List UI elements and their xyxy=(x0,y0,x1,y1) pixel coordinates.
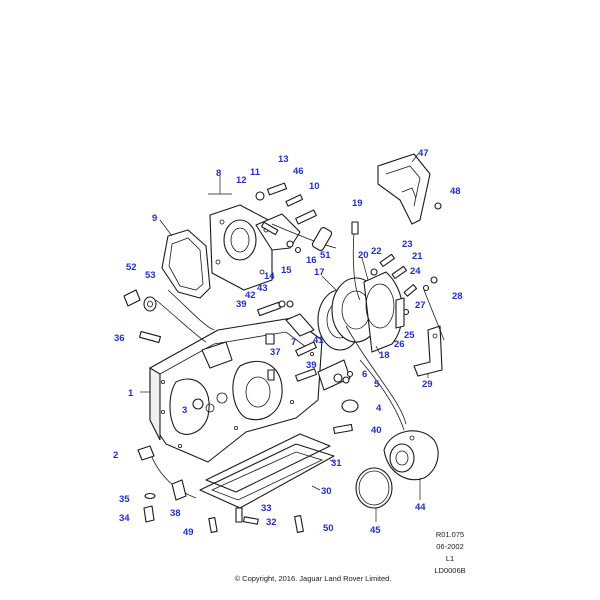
callout-39-lower: 39 xyxy=(306,360,317,371)
callout-23: 23 xyxy=(402,239,413,250)
drawing-reference-block: R01.075 06-2002 L1 LD0006B xyxy=(420,529,480,577)
callout-42: 42 xyxy=(245,290,256,301)
callout-26: 26 xyxy=(394,339,405,350)
callout-33: 33 xyxy=(261,503,272,514)
reference-date: 06-2002 xyxy=(436,542,464,551)
callout-6: 6 xyxy=(362,369,367,380)
callout-11: 11 xyxy=(250,167,261,178)
part-o-ring xyxy=(355,467,393,522)
callout-24: 24 xyxy=(410,266,421,277)
callout-19: 19 xyxy=(352,198,363,209)
reference-code: R01.075 xyxy=(435,530,465,539)
callout-41: 41 xyxy=(313,335,324,346)
callout-36: 36 xyxy=(114,333,125,344)
part-gasket xyxy=(159,219,211,299)
callout-15: 15 xyxy=(281,265,292,276)
callout-20: 20 xyxy=(358,250,369,261)
callout-52: 52 xyxy=(126,262,137,273)
callout-13: 13 xyxy=(278,154,289,165)
callout-25: 25 xyxy=(404,330,415,341)
reference-level: L1 xyxy=(445,554,455,563)
callout-10: 10 xyxy=(309,181,320,192)
part-bracket xyxy=(413,325,443,378)
callout-35: 35 xyxy=(119,494,130,505)
callout-8: 8 xyxy=(216,168,221,179)
callout-46: 46 xyxy=(293,166,304,177)
callout-30: 30 xyxy=(321,486,332,497)
part-flange-plate xyxy=(317,257,404,355)
callout-4: 4 xyxy=(376,403,382,414)
callout-3: 3 xyxy=(182,405,187,416)
callout-53: 53 xyxy=(145,270,156,281)
reference-drawing-number: LD0006B xyxy=(434,566,466,575)
callout-7: 7 xyxy=(291,337,296,348)
part-sump-gasket xyxy=(199,433,335,509)
callout-34: 34 xyxy=(119,513,130,524)
callout-2: 2 xyxy=(113,450,118,461)
callout-17: 17 xyxy=(314,267,325,278)
callout-28: 28 xyxy=(452,291,463,302)
callout-49: 49 xyxy=(183,527,194,538)
part-output-flange xyxy=(383,430,439,500)
callout-9: 9 xyxy=(152,213,157,224)
part-cover xyxy=(377,153,431,225)
callout-1: 1 xyxy=(128,388,134,399)
callout-48: 48 xyxy=(450,186,461,197)
callout-31: 31 xyxy=(331,458,342,469)
callout-45: 45 xyxy=(370,525,381,536)
callout-labels: 1 2 3 4 5 6 7 8 9 10 11 12 13 14 15 16 1… xyxy=(113,148,463,538)
callout-38: 38 xyxy=(170,508,181,519)
callout-40: 40 xyxy=(371,425,382,436)
callout-44: 44 xyxy=(415,502,426,513)
callout-21: 21 xyxy=(412,251,423,262)
callout-37: 37 xyxy=(270,347,281,358)
callout-18: 18 xyxy=(379,350,390,361)
callout-16: 16 xyxy=(306,255,317,266)
callout-47: 47 xyxy=(418,148,429,159)
callout-50: 50 xyxy=(323,523,334,534)
callout-43: 43 xyxy=(257,283,268,294)
callout-22: 22 xyxy=(371,246,382,257)
callout-27: 27 xyxy=(415,300,426,311)
copyright-notice: © Copyright, 2016. Jaguar Land Rover Lim… xyxy=(234,574,392,583)
callout-51: 51 xyxy=(320,250,331,261)
part-pipes xyxy=(149,223,445,499)
callout-39-upper: 39 xyxy=(236,299,247,310)
callout-14: 14 xyxy=(264,271,275,282)
callout-32: 32 xyxy=(266,517,277,528)
part-transfer-casing xyxy=(140,313,351,463)
callout-29: 29 xyxy=(422,379,433,390)
callout-5: 5 xyxy=(374,379,380,390)
part-hardware xyxy=(123,182,442,533)
callout-12: 12 xyxy=(236,175,247,186)
